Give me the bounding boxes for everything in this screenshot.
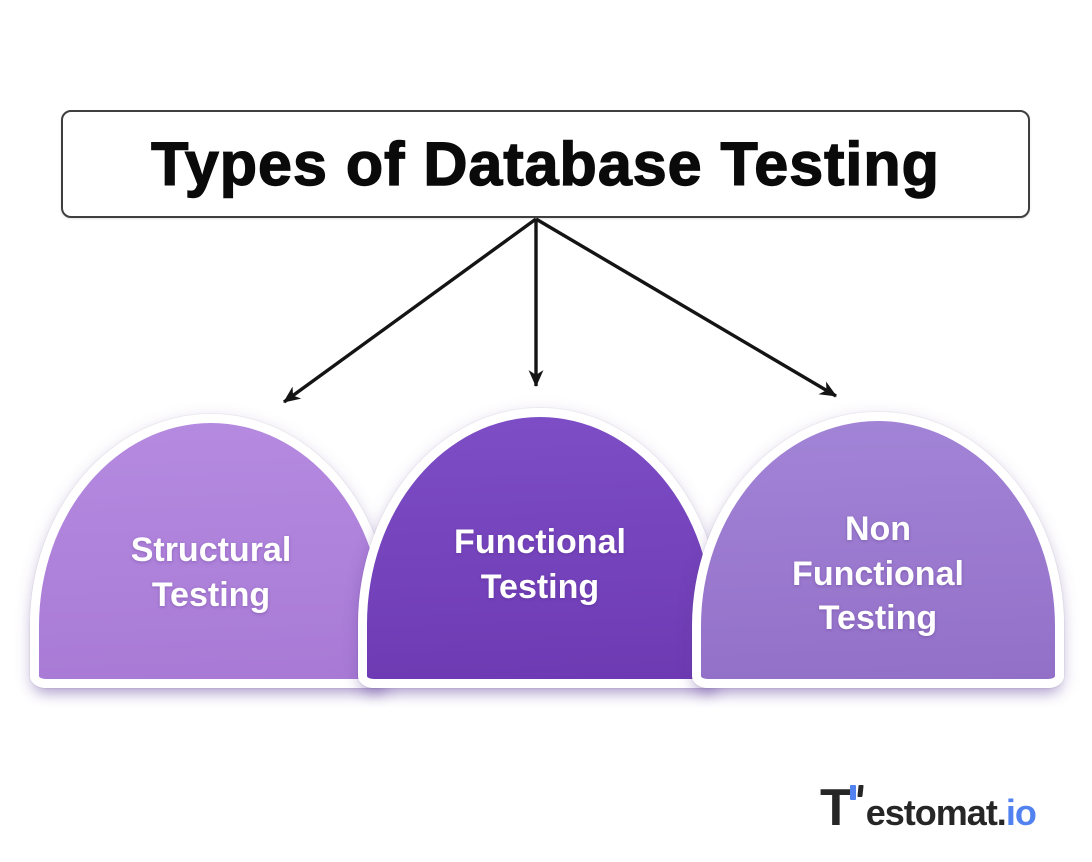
- logo-wordmark: estomat.: [865, 792, 1007, 833]
- logo-tick-accent-icon: [849, 785, 856, 800]
- diagram-title: Types of Database Testing: [150, 129, 940, 198]
- logo-letter-t: T: [820, 779, 852, 837]
- logo-tick-dark-icon: [857, 785, 864, 797]
- bubble-label: Non Functional Testing: [792, 509, 964, 638]
- arrow-to-non-functional: [535, 217, 837, 398]
- logo-tick-marks: [849, 785, 864, 800]
- bubble-label: Structural Testing: [130, 531, 292, 614]
- brand-logo: T estomat. io: [820, 779, 1037, 838]
- title-box: Types of Database Testing: [61, 110, 1030, 218]
- bubble-label: Functional Testing: [454, 523, 626, 606]
- arrow-to-structural: [283, 217, 537, 404]
- logo-tld: io: [1005, 792, 1037, 833]
